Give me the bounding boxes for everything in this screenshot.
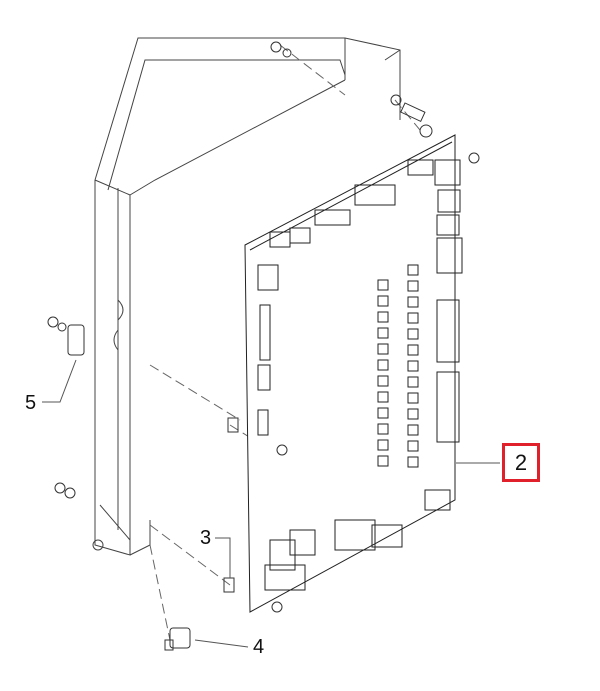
enclosure-housing bbox=[92, 37, 401, 556]
fasteners bbox=[47, 41, 480, 651]
connector bbox=[371, 524, 403, 548]
board-component bbox=[407, 280, 419, 292]
connector bbox=[434, 159, 461, 186]
board-component bbox=[377, 295, 389, 307]
connector bbox=[354, 184, 396, 206]
board-component bbox=[377, 407, 389, 419]
board-component bbox=[377, 375, 389, 387]
terminal-block bbox=[436, 371, 460, 443]
callout-4: 4 bbox=[253, 636, 265, 658]
callout-3: 3 bbox=[200, 527, 212, 549]
connector bbox=[257, 264, 279, 291]
board-component bbox=[407, 360, 419, 372]
board-component bbox=[407, 424, 419, 436]
board-component bbox=[377, 343, 389, 355]
connector bbox=[257, 409, 269, 436]
connector bbox=[314, 209, 351, 226]
leader-lines bbox=[42, 359, 500, 648]
connector bbox=[289, 227, 311, 244]
board-component bbox=[407, 328, 419, 340]
board-component bbox=[407, 264, 419, 276]
callout-5: 5 bbox=[25, 392, 37, 414]
board-component bbox=[377, 311, 389, 323]
board-component bbox=[407, 456, 419, 468]
board-component bbox=[407, 392, 419, 404]
board-component bbox=[407, 296, 419, 308]
board-component bbox=[407, 408, 419, 420]
board-component bbox=[377, 439, 389, 451]
board-component bbox=[377, 359, 389, 371]
callout-2-highlighted: 2 bbox=[502, 443, 540, 482]
board-component bbox=[377, 455, 389, 467]
board-component bbox=[377, 391, 389, 403]
connector bbox=[257, 364, 271, 391]
board-component bbox=[377, 423, 389, 435]
board-component bbox=[407, 344, 419, 356]
connector bbox=[259, 304, 271, 361]
board-component bbox=[407, 312, 419, 324]
board-component bbox=[407, 440, 419, 452]
callout-2-label: 2 bbox=[514, 449, 528, 475]
connector bbox=[334, 519, 376, 551]
connector bbox=[289, 529, 316, 556]
terminal-block bbox=[436, 299, 460, 363]
connector bbox=[436, 237, 463, 274]
connector bbox=[407, 159, 434, 176]
alignment-lines bbox=[149, 44, 421, 641]
connector bbox=[264, 564, 306, 591]
board-component bbox=[407, 376, 419, 388]
connector bbox=[424, 489, 451, 511]
connector bbox=[436, 214, 460, 236]
connector bbox=[437, 189, 461, 213]
board-component bbox=[377, 327, 389, 339]
control-board bbox=[244, 134, 463, 613]
board-component bbox=[377, 279, 389, 291]
